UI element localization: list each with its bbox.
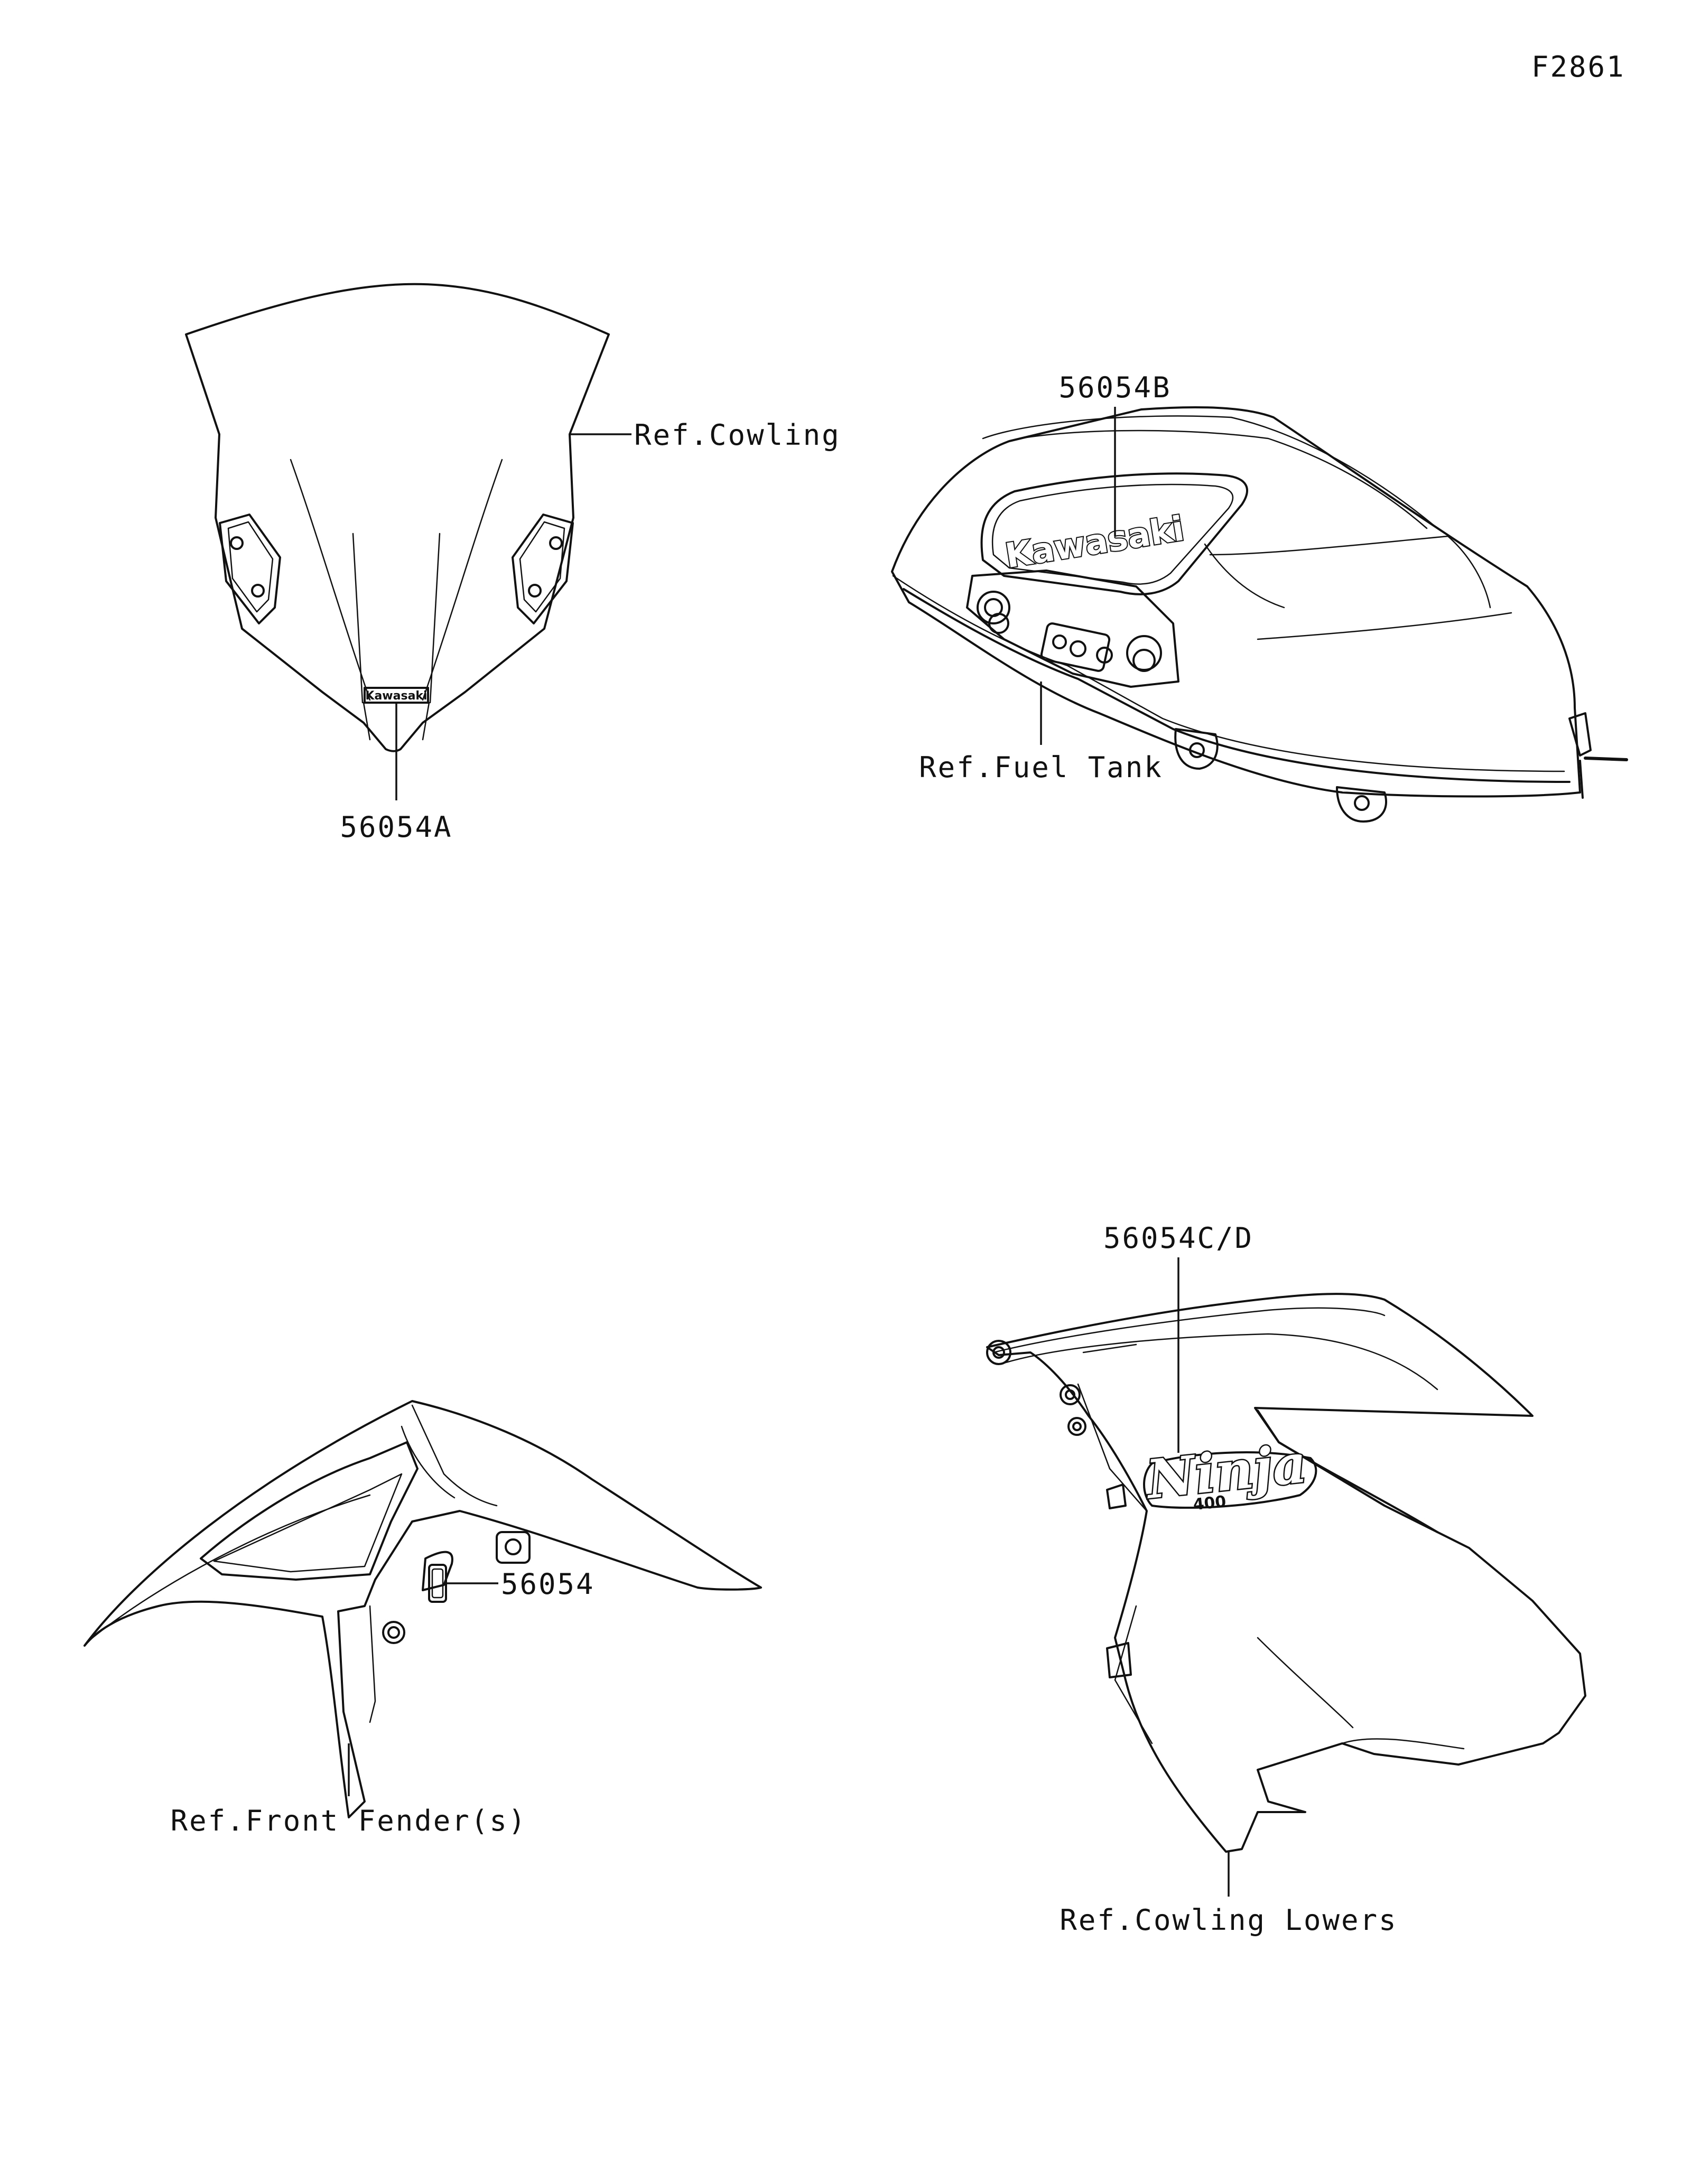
windshield-logo-decal: Kawasaki (365, 689, 427, 703)
tank-part-number: 56054B (1058, 371, 1171, 404)
front-fender-drawing (83, 1400, 762, 1818)
fender-part-number: 56054 (501, 1567, 595, 1601)
figure-code: F2861 (1531, 50, 1625, 83)
windshield-part-number: 56054A (340, 810, 452, 844)
tank-logo-decal: Kawasaki (1003, 509, 1187, 576)
lower-ref-label: Ref.Cowling Lowers (1060, 1903, 1397, 1937)
windshield-drawing: Kawasaki (185, 283, 610, 752)
fender-ref-label: Ref.Front Fender(s) (171, 1804, 527, 1837)
lower-part-number: 56054C/D (1103, 1221, 1253, 1255)
tank-ref-label: Ref.Fuel Tank (919, 751, 1163, 784)
cowling-lower-drawing: Ninja 400 (986, 1293, 1586, 1853)
ninja-400-badge: 400 (1192, 1492, 1227, 1514)
windshield-ref-label: Ref.Cowling (634, 418, 841, 452)
